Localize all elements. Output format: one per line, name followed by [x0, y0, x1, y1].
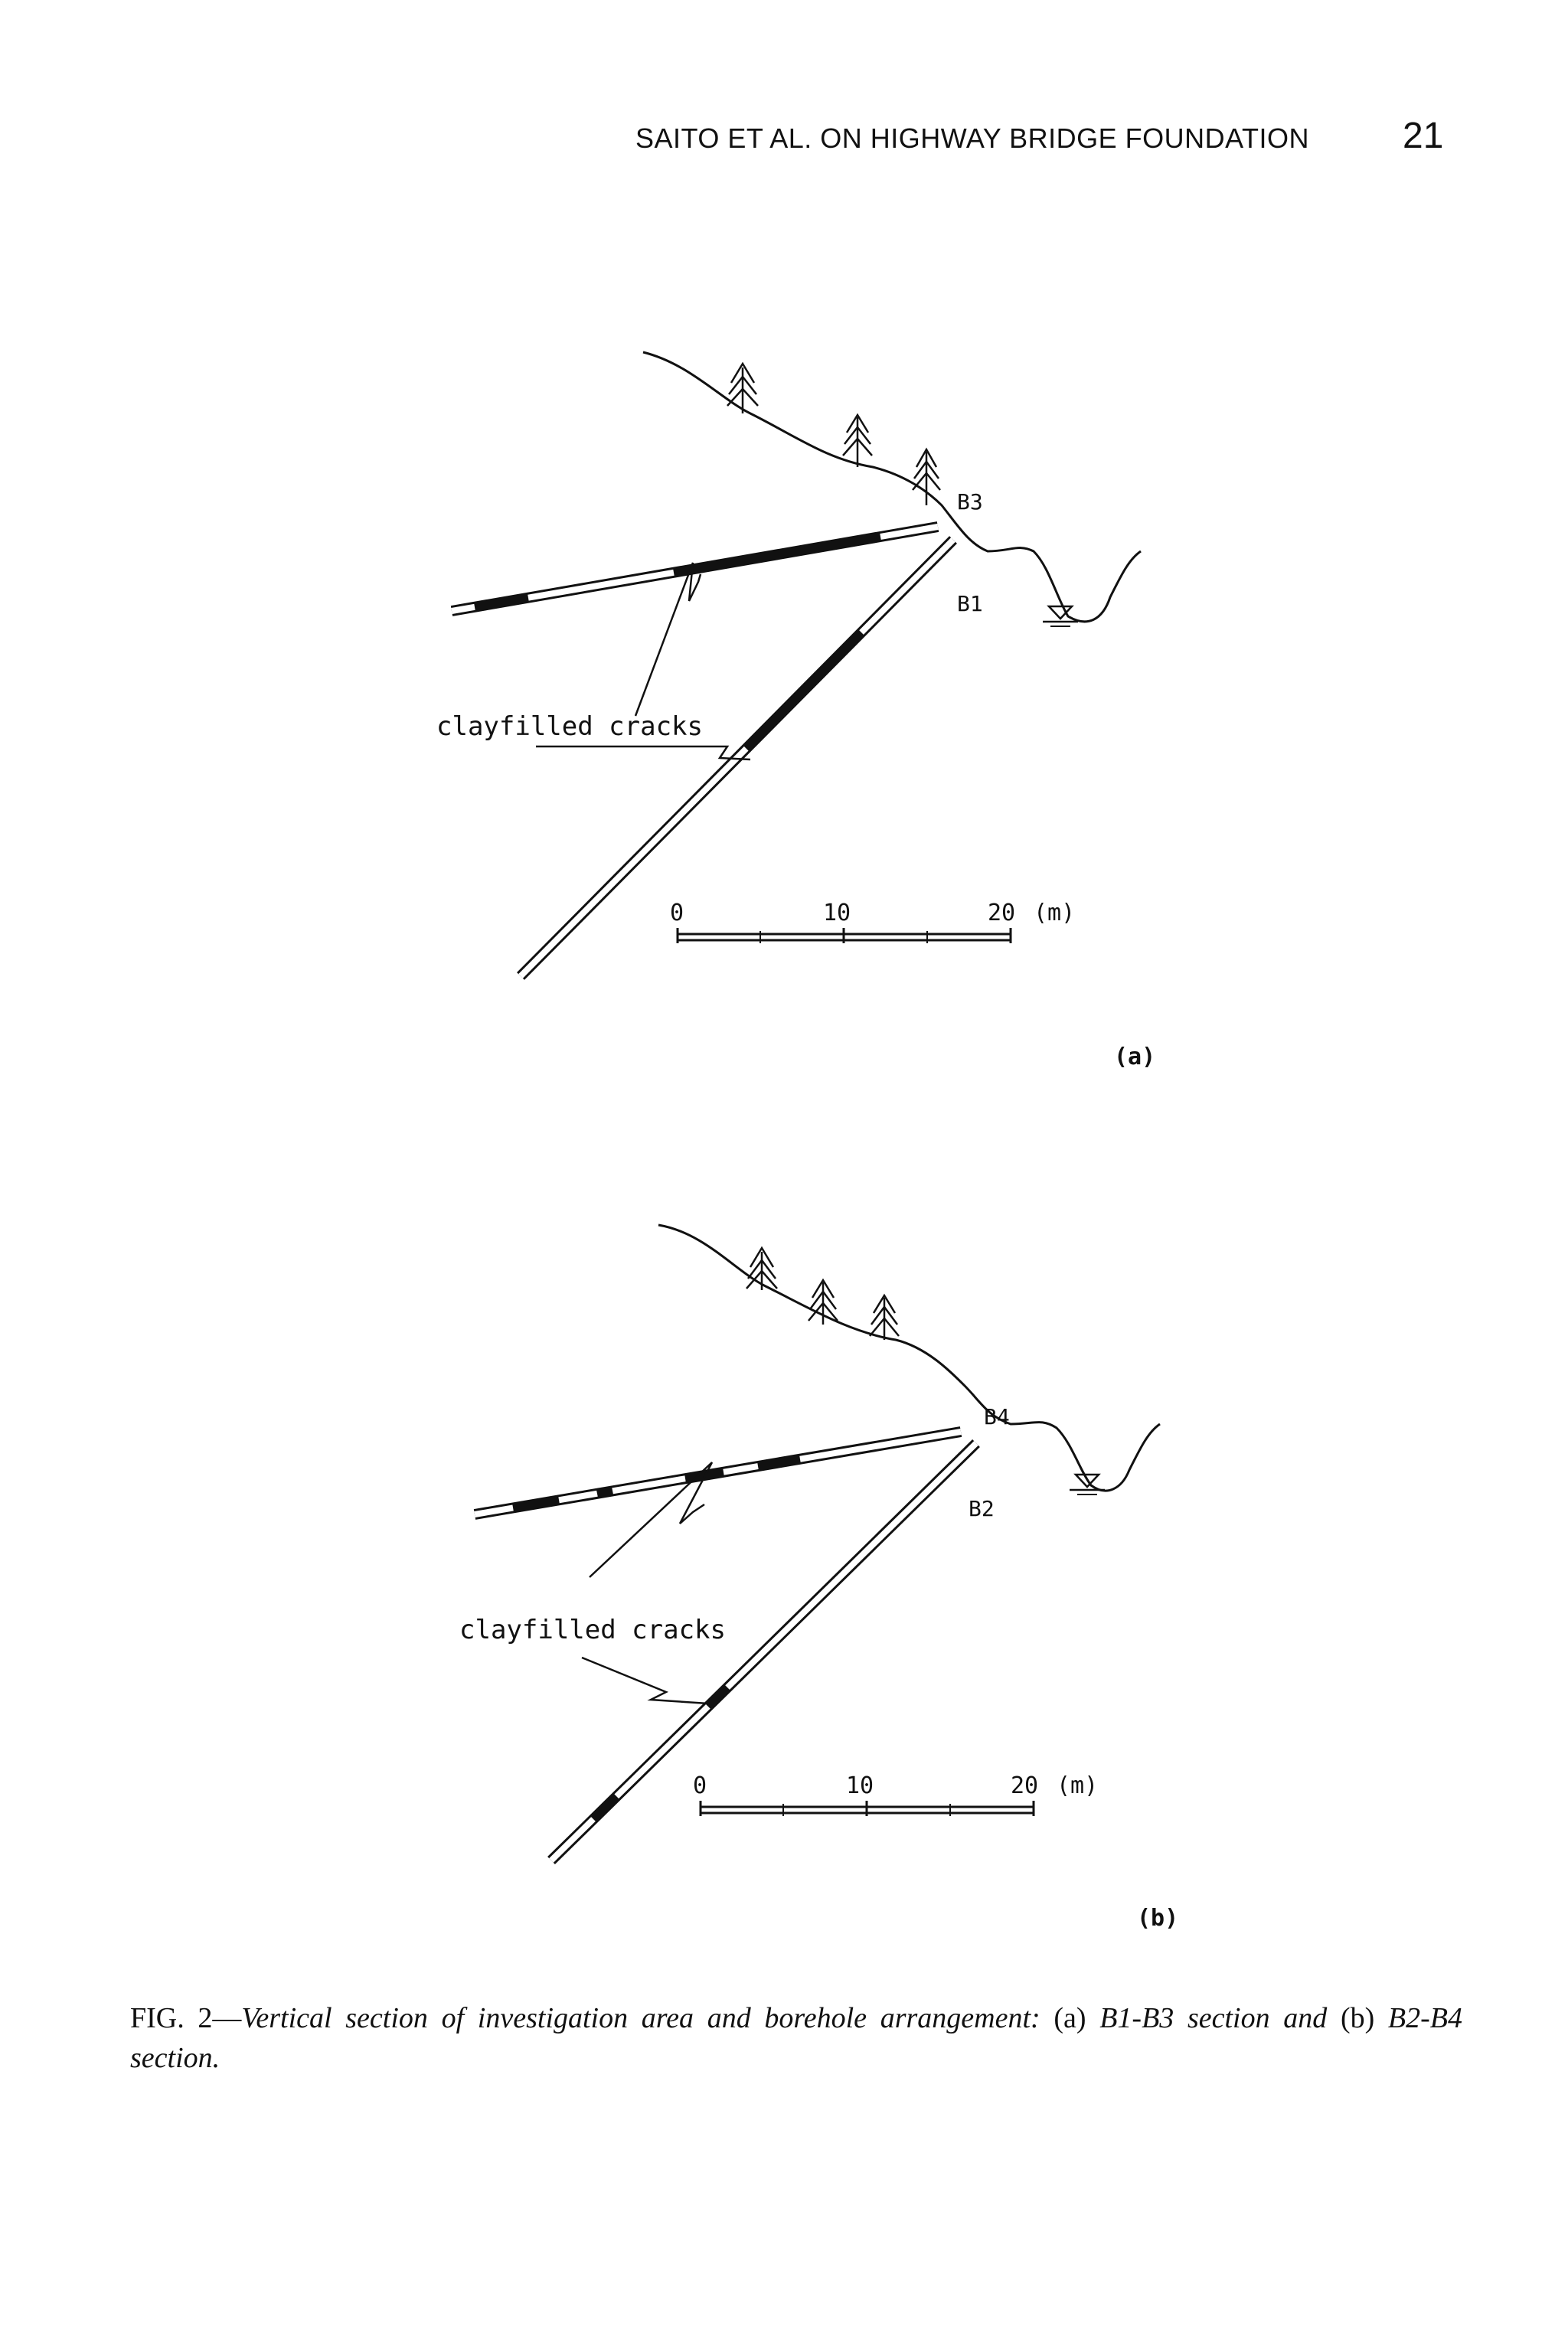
scale-tick-10: 10: [823, 900, 851, 926]
scale-tick-20: 20: [988, 900, 1015, 926]
figure-b-drawing: B4 B2 clayfilled cracks 0 10 20 (m) (b): [459, 1223, 1178, 1932]
ground-profile: [642, 351, 1142, 623]
figure-b: B4 B2 clayfilled cracks 0 10 20 (m) (b): [0, 1194, 1568, 1945]
crack-zone: [596, 1486, 614, 1498]
water-level-icon: [1043, 605, 1078, 627]
tree-icon: [746, 1246, 778, 1290]
annotation-leader: [581, 1656, 709, 1705]
crack-zone: [672, 532, 882, 577]
crack-zone: [473, 593, 530, 612]
page-number: 21: [1403, 116, 1444, 156]
borehole-label-lower: B1: [957, 591, 983, 616]
annotation-leader: [589, 1462, 714, 1578]
caption-prefix: FIG. 2—: [130, 2002, 242, 2034]
tree-icon: [727, 361, 759, 413]
annotation-label: clayfilled cracks: [459, 1615, 726, 1645]
figure-caption: FIG. 2—Vertical section of investigation…: [130, 1998, 1462, 2078]
borehole-lower: [547, 1439, 980, 1864]
scale-tick-0: 0: [693, 1772, 707, 1799]
tree-icon: [842, 413, 873, 467]
annotation-label: clayfilled cracks: [436, 711, 703, 742]
tree-icon: [912, 447, 941, 505]
tree-icon: [808, 1278, 838, 1325]
caption-text-1: Vertical section of investigation area a…: [241, 2002, 1040, 2034]
crack-zone: [757, 1455, 801, 1471]
figure-a: B3 B1 clayfilled cracks 0 10 20 (m) (a): [0, 322, 1568, 1095]
borehole-label-lower: B2: [969, 1496, 995, 1521]
annotation-leader: [536, 745, 751, 761]
crack-zone: [704, 1684, 731, 1710]
borehole-upper: [473, 1426, 962, 1520]
water-level-icon: [1070, 1473, 1105, 1495]
scale-tick-10: 10: [846, 1772, 874, 1799]
panel-label: (b): [1137, 1905, 1178, 1932]
caption-a-label: (a): [1054, 2002, 1086, 2034]
crack-zone: [512, 1495, 560, 1512]
borehole-upper: [450, 521, 939, 616]
scale-bar: [676, 928, 1012, 943]
annotation-leader: [634, 562, 702, 717]
running-title: SAITO ET AL. ON HIGHWAY BRIDGE FOUNDATIO…: [635, 122, 1309, 154]
panel-label: (a): [1114, 1044, 1155, 1070]
crack-zone: [590, 1792, 620, 1823]
caption-b-label: (b): [1340, 2002, 1375, 2034]
figure-a-drawing: B3 B1 clayfilled cracks 0 10 20 (m) (a): [436, 351, 1155, 1070]
tree-icon: [869, 1293, 900, 1340]
ground-profile: [658, 1223, 1161, 1492]
borehole-label-upper: B4: [984, 1404, 1010, 1429]
scale-tick-0: 0: [670, 900, 684, 926]
caption-text-2: B1-B3 section and: [1099, 2002, 1328, 2034]
scale-tick-20: 20: [1011, 1772, 1038, 1799]
borehole-label-upper: B3: [957, 489, 983, 514]
scale-unit: (m): [1034, 900, 1075, 926]
caption-text-3: B2-B4 section.: [130, 2002, 1462, 2074]
scale-bar: [699, 1801, 1035, 1816]
crack-zone: [743, 629, 865, 753]
scale-unit: (m): [1057, 1772, 1098, 1799]
